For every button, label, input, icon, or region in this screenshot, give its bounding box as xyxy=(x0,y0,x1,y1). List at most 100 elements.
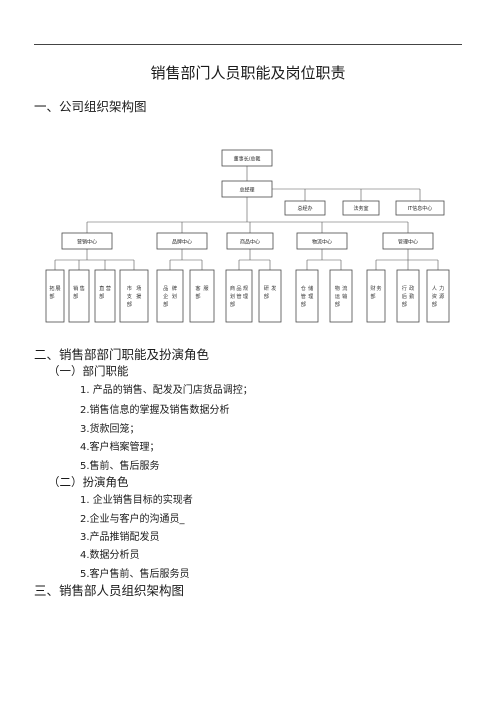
role-item: 5.客户售前、售后服务员 xyxy=(80,569,190,580)
node-dept-char: 企 xyxy=(163,292,169,300)
node-dept-char: 商 xyxy=(230,284,235,292)
node-dept-char: 销 xyxy=(73,284,78,292)
node-dept-2 xyxy=(94,269,116,323)
node-dept-char: 服 xyxy=(203,285,209,292)
node-dept-char: 力 xyxy=(439,284,444,292)
section-heading-dept-functions: 二、销售部部门职能及扮演角色 xyxy=(34,347,210,362)
node-dept-char: 源 xyxy=(439,292,445,300)
node-dept-char: 部 xyxy=(432,300,437,308)
node-dept-char: 援 xyxy=(136,292,142,300)
node-dept-char: 部 xyxy=(127,300,132,308)
role-item: 1. 企业销售目标的实现者 xyxy=(80,495,193,506)
node-dept-10 xyxy=(366,269,386,323)
node-center-merch-label: 商品中心 xyxy=(240,239,260,246)
node-office-legal-label: 法务室 xyxy=(353,205,368,212)
function-item: 5.售前、售后服务 xyxy=(80,461,160,472)
node-center-marketing-label: 营销中心 xyxy=(77,239,97,246)
org-chart: 董事长/总裁 总经理 总经办 法务室 IT信息中心 营销中心 品牌中心 商品中心… xyxy=(45,149,450,323)
function-item: 1. 产品的销售、配发及门店货品调控； xyxy=(80,385,253,396)
page-title: 销售部门人员职能及岗位职责 xyxy=(150,64,346,82)
node-dept-char: 部 xyxy=(195,292,200,300)
node-dept-char: 流 xyxy=(342,284,347,292)
subheading-roles: （二）扮演角色 xyxy=(48,475,129,489)
node-dept-char: 展 xyxy=(55,285,60,292)
role-item: 3.产品推销配发员 xyxy=(80,532,160,543)
node-dept-char: 部 xyxy=(335,300,340,308)
node-dept-char: 场 xyxy=(136,284,141,292)
node-dept-char: 输 xyxy=(342,292,348,300)
node-dept-char: 财 xyxy=(370,284,375,292)
node-dept-char: 市 xyxy=(127,284,132,292)
node-dept-char: 管 xyxy=(301,292,306,300)
node-dept-char: 研 xyxy=(264,285,269,292)
node-office-gm xyxy=(284,200,326,216)
node-office-it xyxy=(395,200,445,216)
node-center-logistics-label: 物流中心 xyxy=(312,239,332,246)
node-dept-char: 发 xyxy=(271,284,276,292)
subheading-functions: （一）部门职能 xyxy=(48,364,129,378)
node-center-brand-label: 品牌中心 xyxy=(172,239,192,246)
node-dept-char: 规 xyxy=(243,284,248,292)
node-dept-7 xyxy=(258,269,282,323)
node-dept-char: 品 xyxy=(236,285,241,292)
node-dept-3 xyxy=(119,269,149,323)
function-item: 4.客户档案管理； xyxy=(80,442,160,453)
node-dept-char: 划 xyxy=(172,292,177,300)
node-office-legal xyxy=(342,200,380,216)
section-heading-org-chart: 一、公司组织架构图 xyxy=(34,99,147,114)
node-dept-char: 售 xyxy=(80,284,85,292)
node-gm-label: 总经理 xyxy=(239,187,254,194)
node-dept-char: 部 xyxy=(370,292,375,300)
node-dept-char: 部 xyxy=(230,300,235,308)
section-heading-sales-org: 三、销售部人员组织架构图 xyxy=(34,583,185,598)
node-dept-char: 部 xyxy=(73,292,78,300)
node-dept-12 xyxy=(426,269,450,323)
node-dept-char: 支 xyxy=(127,292,132,300)
node-dept-char: 务 xyxy=(376,284,381,292)
node-dept-11 xyxy=(396,269,420,323)
node-dept-char: 部 xyxy=(163,300,168,308)
node-dept-char: 牌 xyxy=(172,284,177,292)
node-dept-4 xyxy=(156,269,184,323)
node-dept-char: 拓 xyxy=(49,284,54,292)
node-dept-char: 品 xyxy=(163,285,168,292)
node-dept-0 xyxy=(45,269,65,323)
function-item: 2.销售信息的掌握及销售数据分析 xyxy=(80,405,230,416)
node-dept-char: 部 xyxy=(402,300,407,308)
node-dept-char: 部 xyxy=(49,292,54,300)
node-dept-char: 物 xyxy=(335,284,340,292)
role-item: 4.数据分析员 xyxy=(80,550,140,561)
header-rule xyxy=(34,44,462,45)
node-dept-5 xyxy=(189,269,215,323)
node-dept-char: 理 xyxy=(308,293,314,300)
role-item: 2.企业与客户的沟通员_ xyxy=(80,514,185,525)
node-dept-char: 直 xyxy=(99,284,104,292)
node-chairman-label: 董事长/总裁 xyxy=(234,156,261,163)
node-dept-char: 客 xyxy=(195,284,200,292)
node-dept-char: 运 xyxy=(335,292,341,300)
leaf-departments: 拓展部销售部直营部市场支援部品牌企划部客服部商品规划管理部研发部仓储管理部物流运… xyxy=(45,269,450,323)
node-dept-8 xyxy=(295,269,319,323)
node-dept-char: 储 xyxy=(308,284,313,292)
node-dept-6 xyxy=(225,269,253,323)
node-center-admin-label: 管理中心 xyxy=(398,239,418,246)
node-dept-char: 勤 xyxy=(409,292,414,300)
node-dept-char: 部 xyxy=(301,300,306,308)
node-dept-char: 后 xyxy=(402,292,407,300)
node-dept-1 xyxy=(68,269,90,323)
node-dept-char: 营 xyxy=(106,284,111,292)
node-dept-char: 划 xyxy=(230,292,235,300)
node-dept-char: 管 xyxy=(236,292,241,300)
node-office-it-label: IT信息中心 xyxy=(408,205,433,212)
function-item: 3.货款回笼； xyxy=(80,424,140,435)
node-dept-char: 人 xyxy=(432,285,437,292)
node-dept-char: 部 xyxy=(99,292,104,300)
node-dept-char: 部 xyxy=(264,292,269,300)
node-dept-char: 理 xyxy=(243,293,249,300)
node-dept-9 xyxy=(329,269,353,323)
node-dept-char: 政 xyxy=(409,284,415,292)
node-office-gm-label: 总经办 xyxy=(297,205,312,212)
node-dept-char: 行 xyxy=(402,284,407,292)
node-dept-char: 资 xyxy=(432,292,437,300)
node-dept-char: 仓 xyxy=(301,284,307,292)
